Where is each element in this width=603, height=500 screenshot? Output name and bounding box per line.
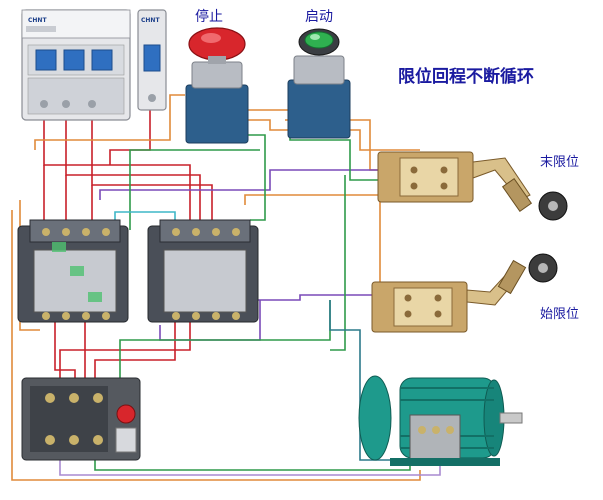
thermal-relay xyxy=(21,377,141,461)
wire-red-9 xyxy=(94,320,176,385)
wire-red-7 xyxy=(54,320,76,385)
main-breaker: CHNT xyxy=(21,9,131,121)
contactor-1 xyxy=(17,219,129,323)
wire-red-2 xyxy=(65,115,201,225)
wire-purple-1 xyxy=(99,169,380,200)
wire-purple-2 xyxy=(250,294,380,301)
control-breaker: CHNT xyxy=(137,9,167,111)
motor xyxy=(358,375,523,466)
wire-red-3 xyxy=(91,115,213,225)
wire-orange-5 xyxy=(244,194,420,286)
wire-orange-1 xyxy=(34,94,185,150)
end-limit-switch xyxy=(377,151,568,221)
start-button-label: 启动 xyxy=(305,9,333,25)
breaker-brand-text: CHNT xyxy=(28,17,47,24)
stop-button[interactable] xyxy=(185,27,249,144)
wire-green-5 xyxy=(330,175,346,351)
wire-green-1 xyxy=(245,134,266,221)
stop-button-label: 停止 xyxy=(195,9,223,25)
start-limit-label: 始限位 xyxy=(540,307,580,322)
start-button[interactable] xyxy=(287,28,351,139)
contactor-2 xyxy=(147,219,259,323)
diagram-title: 限位回程不断循环 xyxy=(398,67,534,87)
wire-red-10 xyxy=(59,320,191,385)
end-limit-label: 末限位 xyxy=(540,155,580,170)
breaker-small-brand-text: CHNT xyxy=(141,17,160,24)
start-limit-switch xyxy=(371,253,558,333)
wire-green-3 xyxy=(129,149,260,230)
wire-teal-1 xyxy=(329,300,440,461)
